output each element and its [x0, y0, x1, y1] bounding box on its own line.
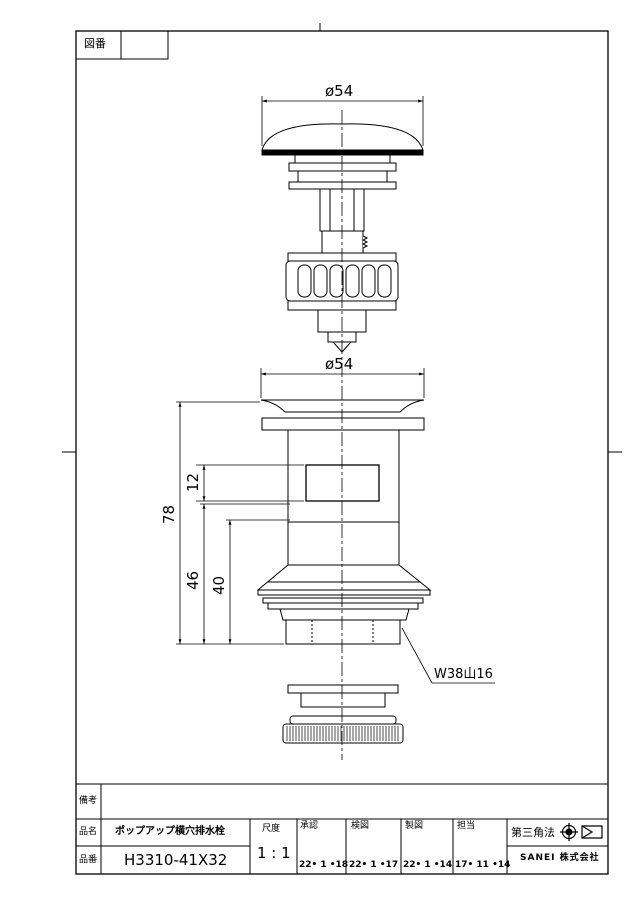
checked-label: 検図 — [351, 821, 370, 831]
approved-date: 22• 1 •18 — [299, 860, 349, 870]
dimension-lines — [176, 96, 495, 684]
drawing-number-box — [75, 30, 169, 60]
part-number-label: 品番 — [79, 855, 98, 865]
scale-label: 尺度 — [262, 824, 281, 834]
drawn-date: 22• 1 •14 — [403, 860, 453, 870]
title-block — [76, 783, 608, 874]
charge-date: 17• 11 •14 — [455, 860, 511, 870]
remarks-label: 備考 — [79, 796, 98, 806]
third-angle-projection-symbol — [560, 823, 603, 841]
bottom-parts — [282, 684, 404, 744]
cap-diameter-dimension: ø54 — [325, 82, 354, 100]
body-diameter-dimension: ø54 — [325, 355, 354, 373]
projection-label: 第三角法 — [511, 826, 555, 839]
checked-date: 22• 1 •17 — [349, 860, 399, 870]
main-body — [256, 399, 432, 645]
slot-height-dimension: 12 — [184, 472, 202, 492]
height-46-dimension: 46 — [184, 570, 202, 590]
part-number-value: H3310-41X32 — [124, 851, 228, 869]
scale-value: 1 : 1 — [257, 844, 291, 862]
drawing-number-label: 図番 — [84, 37, 106, 50]
upper-assembly — [261, 123, 424, 353]
overall-height-dimension: 78 — [160, 504, 178, 524]
approved-label: 承認 — [300, 821, 319, 831]
charge-label: 担当 — [457, 821, 476, 831]
thread-spec-label: W38山16 — [434, 667, 493, 682]
company-name: SANEI 株式会社 — [520, 853, 600, 863]
knurl-hatching — [286, 726, 399, 741]
drawn-label: 製図 — [405, 821, 424, 831]
height-40-dimension: 40 — [210, 575, 228, 595]
product-name-value: ポップアップ横穴排水栓 — [115, 826, 225, 837]
product-name-label: 品名 — [79, 827, 98, 837]
